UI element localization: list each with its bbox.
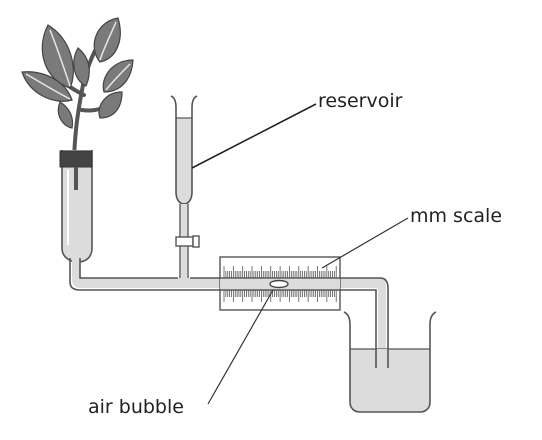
leaf-vein: [105, 63, 131, 91]
capillary-outline-outer: [69, 258, 377, 368]
leaf-vein: [49, 29, 71, 87]
scale-ticks-top: [223, 266, 337, 278]
shoot-stem: [53, 30, 120, 162]
leafy-shoot: [21, 17, 134, 162]
beaker-water: [350, 349, 430, 412]
shoot-tube: [59, 150, 93, 263]
mm-scale: [219, 256, 341, 311]
reservoir: [170, 95, 200, 278]
leaf: [98, 91, 123, 119]
mm-scale-label: mm scale: [410, 205, 503, 227]
reservoir-water: [176, 118, 192, 204]
beaker-outline: [343, 311, 437, 413]
air-bubble-label: air bubble: [88, 396, 184, 418]
capillary-outline-inner: [79, 258, 389, 368]
leaf: [57, 101, 74, 129]
bubble-leader-line: [207, 289, 274, 405]
scale-ticks-bottom: [223, 290, 337, 302]
leaf-vein: [99, 21, 117, 61]
scale-leader-line: [321, 217, 409, 269]
reservoir-leader-line: [191, 103, 317, 169]
beaker: [343, 311, 437, 413]
rubber-bung: [59, 150, 93, 168]
leaf-vein: [25, 73, 71, 100]
reservoir-label: reservoir: [318, 90, 403, 112]
reservoir-tap: [175, 236, 194, 247]
shoot-tube-water: [62, 150, 92, 262]
capillary-end-water: [377, 349, 387, 368]
air-bubble: [269, 279, 289, 289]
reservoir-tap-handle: [192, 235, 200, 248]
leaf: [73, 47, 90, 87]
